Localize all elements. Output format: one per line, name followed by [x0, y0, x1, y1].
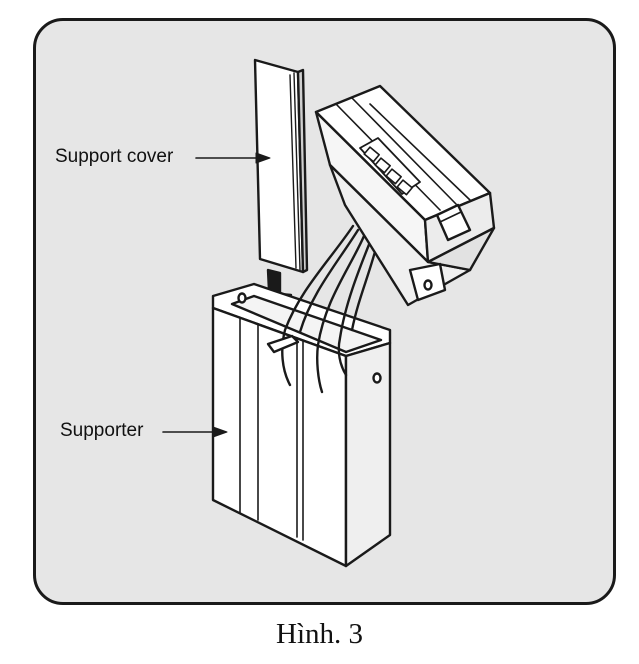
support-cover [253, 58, 309, 274]
supporter-label: Supporter [60, 420, 144, 441]
figure-caption: Hình. 3 [276, 618, 363, 650]
supporter-leader [162, 426, 228, 438]
support-cover-label: Support cover [55, 146, 174, 167]
supporter-box [211, 282, 392, 568]
cables [281, 224, 378, 394]
control-unit [314, 84, 496, 307]
support-cover-leader [195, 152, 271, 164]
connector-tab [266, 334, 300, 354]
